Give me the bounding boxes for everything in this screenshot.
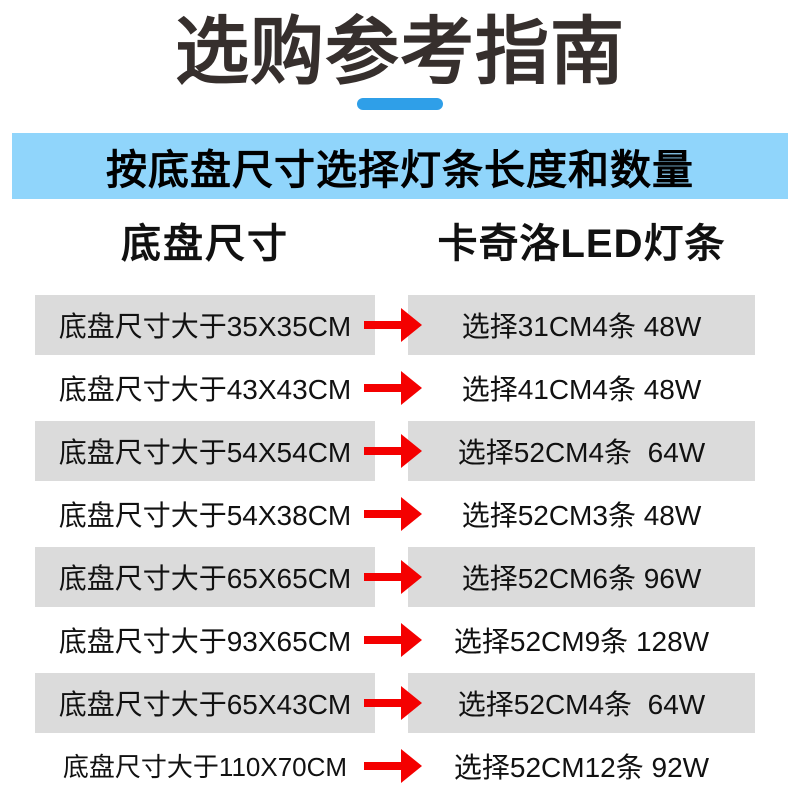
red-arrow-icon <box>364 307 422 342</box>
table-row: 底盘尺寸大于43X43CM 选择41CM4条 48W <box>0 356 800 419</box>
page-title: 选购参考指南 <box>175 10 625 93</box>
led-choice-cell: 选择52CM3条 48W <box>461 499 702 531</box>
title-underline-bar <box>357 98 443 110</box>
table-row: 底盘尺寸大于65X65CM 选择52CM6条 96W <box>0 545 800 608</box>
table-row: 底盘尺寸大于54X54CM 选择52CM4条 64W <box>0 419 800 482</box>
chassis-size-cell: 底盘尺寸大于35X35CM <box>35 294 375 355</box>
red-arrow-icon <box>364 559 422 594</box>
table-row: 底盘尺寸大于35X35CM 选择31CM4条 48W <box>0 293 800 356</box>
chassis-size-cell: 底盘尺寸大于65X65CM <box>35 546 375 607</box>
column-headers: 底盘尺寸 卡奇洛LED灯条 <box>0 216 800 266</box>
column-header-led-strip: 卡奇洛LED灯条 <box>437 222 726 266</box>
column-header-chassis-size: 底盘尺寸 <box>121 222 289 266</box>
red-arrow-icon <box>364 622 422 657</box>
chassis-size-cell: 底盘尺寸大于54X38CM <box>58 499 352 531</box>
led-choice-cell: 选择52CM6条 96W <box>408 546 755 607</box>
red-arrow-icon <box>364 433 422 468</box>
red-arrow-icon <box>364 370 422 405</box>
table-row: 底盘尺寸大于93X65CM 选择52CM9条 128W <box>0 608 800 671</box>
led-choice-cell: 选择52CM4条 64W <box>408 420 755 481</box>
led-choice-cell: 选择52CM9条 128W <box>453 625 710 657</box>
chassis-size-cell: 底盘尺寸大于54X54CM <box>35 420 375 481</box>
chassis-size-cell: 底盘尺寸大于43X43CM <box>58 373 352 405</box>
section-banner: 按底盘尺寸选择灯条长度和数量 <box>12 133 788 199</box>
chassis-size-cell: 底盘尺寸大于93X65CM <box>58 625 352 657</box>
red-arrow-icon <box>364 496 422 531</box>
table-row: 底盘尺寸大于54X38CM 选择52CM3条 48W <box>0 482 800 545</box>
table-row: 底盘尺寸大于110X70CM 选择52CM12条 92W <box>0 734 800 797</box>
led-choice-cell: 选择41CM4条 48W <box>461 373 702 405</box>
red-arrow-icon <box>364 685 422 720</box>
table-row: 底盘尺寸大于65X43CM 选择52CM4条 64W <box>0 671 800 734</box>
chassis-size-cell: 底盘尺寸大于110X70CM <box>62 752 348 782</box>
led-choice-cell: 选择31CM4条 48W <box>408 294 755 355</box>
selection-guide-table: 底盘尺寸大于35X35CM 选择31CM4条 48W 底盘尺寸大于43X43CM 选择… <box>0 293 800 797</box>
led-choice-cell: 选择52CM12条 92W <box>453 751 710 783</box>
red-arrow-icon <box>364 748 422 783</box>
chassis-size-cell: 底盘尺寸大于65X43CM <box>35 672 375 733</box>
led-choice-cell: 选择52CM4条 64W <box>408 672 755 733</box>
